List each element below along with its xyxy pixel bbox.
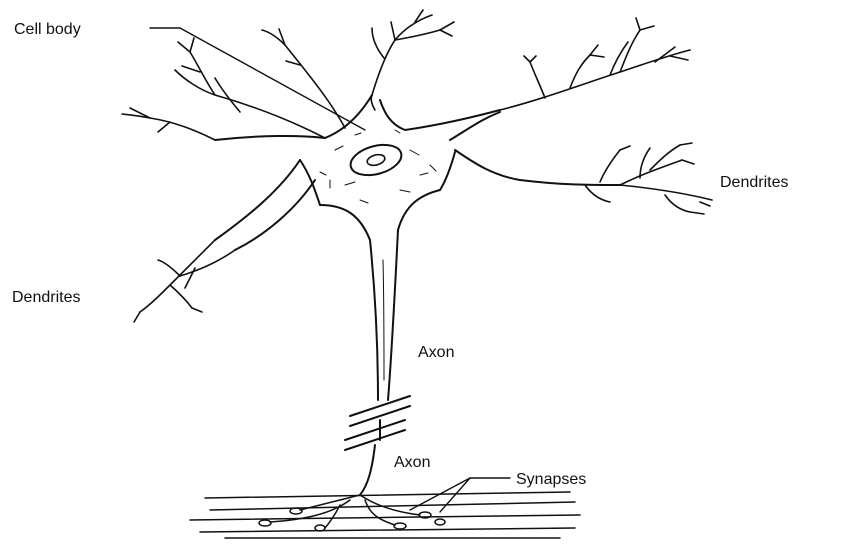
dendrites: [122, 10, 712, 322]
label-cell-body: Cell body: [14, 21, 81, 38]
leader-lines: [150, 28, 510, 512]
label-dendrites-right: Dendrites: [720, 174, 788, 191]
cell-body-leader: [150, 28, 365, 130]
axon-break-marks: [345, 396, 410, 450]
cell-body-texture: [320, 130, 436, 203]
cell-body: [215, 95, 620, 250]
label-dendrites-left: Dendrites: [12, 289, 80, 306]
synapse-terminals: [259, 495, 445, 531]
axon: [360, 230, 398, 495]
label-axon-upper: Axon: [418, 344, 454, 361]
label-axon-lower: Axon: [394, 454, 430, 471]
label-synapses: Synapses: [516, 471, 586, 488]
synapses-leader: [440, 478, 510, 512]
target-tissue: [190, 492, 580, 538]
nucleus: [347, 140, 404, 181]
